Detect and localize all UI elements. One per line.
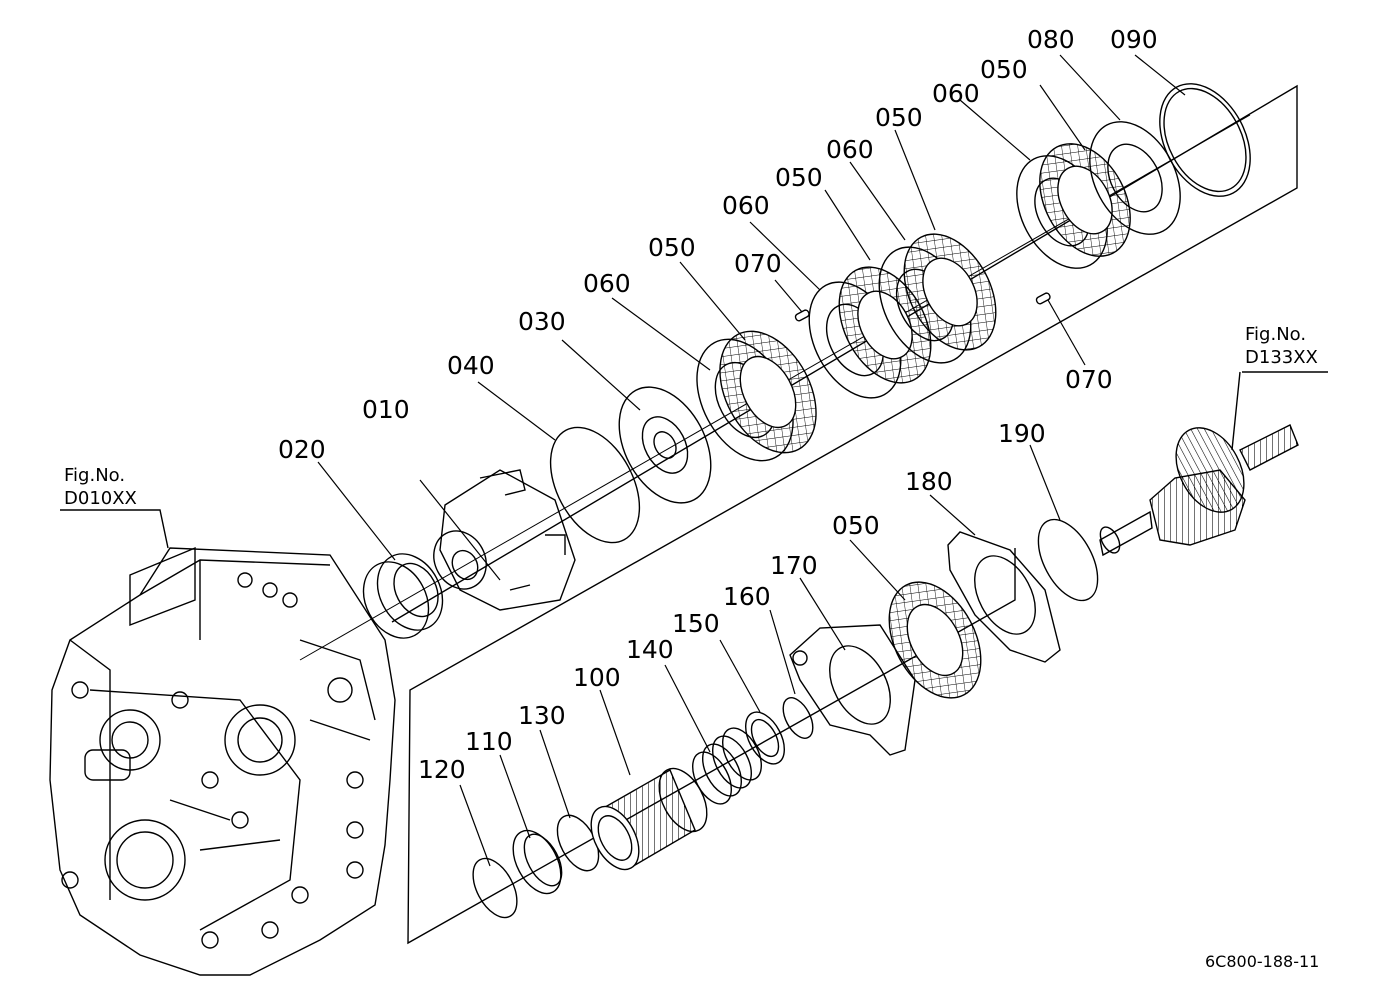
label-020: 020 — [278, 435, 326, 464]
label-160: 160 — [723, 582, 771, 611]
label-090: 090 — [1110, 25, 1158, 54]
label-100: 100 — [573, 663, 621, 692]
label-070-b: 070 — [1065, 365, 1113, 394]
left-fig-leader — [60, 509, 169, 549]
label-170: 170 — [770, 551, 818, 580]
label-080: 080 — [1027, 25, 1075, 54]
left-figure-ref-line1: Fig.No. — [64, 465, 126, 486]
label-060-d: 060 — [932, 79, 980, 108]
label-110: 110 — [465, 727, 513, 756]
label-140: 140 — [626, 635, 674, 664]
label-190: 190 — [998, 419, 1046, 448]
label-130: 130 — [518, 701, 566, 730]
label-010: 010 — [362, 395, 410, 424]
transmission-case-drawing — [49, 546, 396, 976]
pin-070-b — [1035, 292, 1051, 305]
left-figure-ref-line2: D010XX — [64, 488, 137, 510]
disc-050-c — [903, 233, 997, 351]
right-figure-ref-line1: Fig.No. — [1245, 324, 1307, 345]
label-050-d: 050 — [980, 55, 1028, 84]
right-figure-ref-line2: D133XX — [1245, 347, 1318, 369]
snap-ring-160 — [782, 697, 814, 739]
label-050-a: 050 — [648, 233, 696, 262]
piston-030 — [618, 386, 712, 504]
label-060-a: 060 — [583, 269, 631, 298]
part-labels: 020 010 040 030 060 050 060 070 050 060 … — [278, 25, 1158, 784]
label-030: 030 — [518, 307, 566, 336]
label-040: 040 — [447, 351, 495, 380]
snap-ring-120 — [472, 857, 518, 919]
bearing-020 — [362, 553, 444, 639]
label-050-e: 050 — [832, 511, 880, 540]
disc-050-e — [888, 581, 982, 699]
clutch-drum-010 — [433, 469, 576, 611]
seal-ring-040 — [549, 426, 641, 544]
label-120: 120 — [418, 755, 466, 784]
disc-050-a — [719, 330, 817, 454]
snap-ring-090 — [1159, 83, 1251, 197]
spring-140 — [692, 727, 762, 805]
shaft-assembly-drawing — [1099, 424, 1299, 557]
right-figure-ref: Fig.No. D133XX — [1245, 323, 1318, 370]
plate-170 — [789, 624, 916, 756]
label-150: 150 — [672, 609, 720, 638]
frame-outline — [391, 84, 1298, 945]
label-060-c: 060 — [826, 135, 874, 164]
label-050-c: 050 — [875, 103, 923, 132]
label-180: 180 — [905, 467, 953, 496]
ring-150 — [745, 711, 785, 765]
drawing-code: 6C800-188-11 — [1205, 952, 1320, 971]
plate-180 — [947, 531, 1061, 663]
left-figure-ref: Fig.No. D010XX — [64, 464, 137, 511]
ring-110 — [512, 829, 563, 895]
label-070-a: 070 — [734, 249, 782, 278]
leader-lines — [317, 54, 1186, 867]
label-050-b: 050 — [775, 163, 823, 192]
right-fig-leader — [1231, 371, 1241, 451]
pin-070-a — [794, 309, 810, 322]
hub-100 — [590, 767, 708, 871]
label-060-b: 060 — [722, 191, 770, 220]
snap-ring-190 — [1037, 518, 1099, 602]
